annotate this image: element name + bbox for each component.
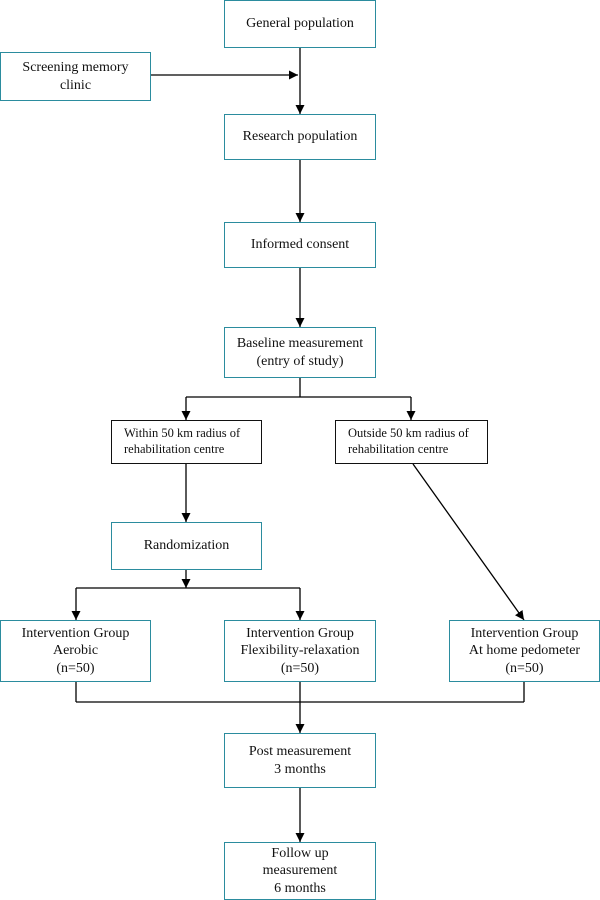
outside-radius-box: Outside 50 km radius of rehabilitation c…: [335, 420, 488, 464]
followup-label-line1: Follow up: [271, 845, 329, 861]
aerobic-label-line1: Intervention Group: [21, 625, 130, 641]
informed-consent-box: Informed consent: [224, 222, 376, 268]
research-population-label: Research population: [242, 129, 358, 145]
randomization-box: Randomization: [111, 522, 262, 570]
intervention-pedometer-box: Intervention Group At home pedometer (n=…: [449, 620, 600, 682]
within-radius-box: Within 50 km radius of rehabilitation ce…: [111, 420, 262, 464]
within-label-line1: Within 50 km radius of: [124, 426, 241, 441]
post-label-line1: Post measurement: [248, 744, 352, 759]
intervention-aerobic-box: Intervention Group Aerobic (n=50): [0, 620, 151, 682]
flexibility-label-line3: (n=50): [280, 660, 320, 676]
general-population-label: General population: [246, 16, 354, 32]
within-label-line2: rehabilitation centre: [124, 442, 225, 456]
baseline-measurement-box: Baseline measurement (entry of study): [224, 327, 376, 378]
post-label-line2: 3 months: [274, 761, 326, 777]
aerobic-label-line3: (n=50): [56, 660, 95, 676]
edge-outside-to-pedometer: [412, 463, 525, 621]
randomization-label: Randomization: [143, 538, 230, 554]
outside-label-line1: Outside 50 km radius of: [348, 426, 469, 441]
research-population-box: Research population: [224, 114, 376, 160]
flexibility-label-line2: Flexibility-relaxation: [240, 643, 360, 659]
general-population-box: General population: [224, 0, 376, 48]
outside-label-line2: rehabilitation centre: [348, 442, 449, 456]
pedometer-label-line3: (n=50): [505, 660, 544, 676]
pedometer-label-line2: At home pedometer: [468, 643, 581, 659]
screening-label-line1: Screening memory: [22, 60, 129, 75]
follow-up-box: Follow up measurement 6 months: [224, 842, 376, 900]
baseline-label-line1: Baseline measurement: [236, 336, 364, 351]
intervention-flexibility-box: Intervention Group Flexibility-relaxatio…: [224, 620, 376, 682]
screening-label-line2: clinic: [59, 77, 92, 93]
followup-label-line3: 6 months: [274, 880, 326, 896]
followup-label-line2: measurement: [262, 863, 338, 879]
flexibility-label-line1: Intervention Group: [246, 625, 354, 641]
aerobic-label-line2: Aerobic: [52, 643, 99, 659]
pedometer-label-line1: Intervention Group: [470, 625, 579, 641]
baseline-label-line2: (entry of study): [256, 353, 344, 369]
informed-consent-label: Informed consent: [250, 237, 350, 253]
screening-memory-clinic-box: Screening memory clinic: [0, 52, 151, 101]
post-measurement-box: Post measurement 3 months: [224, 733, 376, 788]
